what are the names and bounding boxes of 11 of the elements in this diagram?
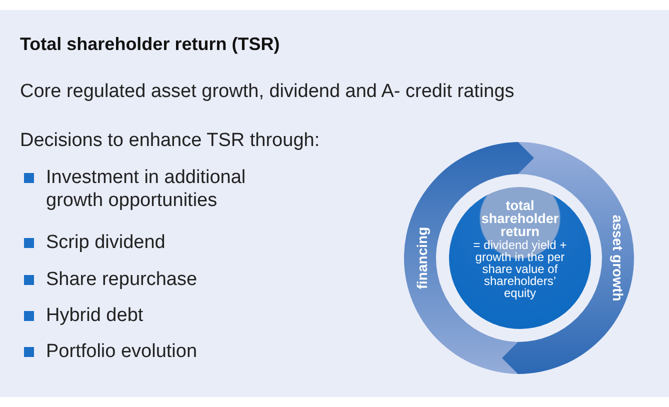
text-line: Core regulated asset growth, dividend and A- credit ratings (20, 80, 516, 103)
bullet-text: Share repurchase (46, 268, 198, 291)
text-line: Decisions to enhance TSR through: (20, 129, 321, 152)
circle-heading: total shareholder return (480, 199, 560, 238)
bullet-text: Investment in additional growth opportunities (46, 166, 247, 212)
bullet-text: Portfolio evolution (46, 340, 198, 363)
arc-label: financing (414, 226, 430, 290)
bullet-text: Hybrid debt (46, 304, 144, 327)
arc-label: asset growth (610, 214, 626, 302)
title: Total shareholder return (TSR) (20, 34, 280, 55)
bullet-text: Scrip dividend (46, 231, 166, 254)
